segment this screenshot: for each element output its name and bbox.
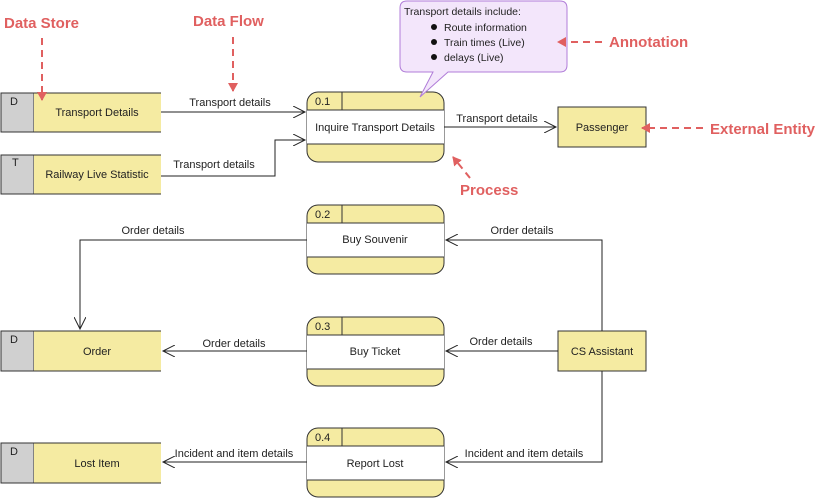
callout-annotation: Annotation	[557, 34, 688, 51]
bullet-icon	[431, 39, 437, 45]
data-store-label: Railway Live Statistic	[45, 169, 149, 181]
process-buy-ticket[interactable]: 0.3 Buy Ticket	[306, 316, 445, 387]
process-label: Report Lost	[347, 458, 404, 470]
callout-data-flow: Data Flow	[193, 13, 264, 92]
process-label: Inquire Transport Details	[315, 122, 435, 134]
flow-label: Order details	[470, 336, 533, 348]
flow-live-to-inquire[interactable]: Transport details	[161, 140, 305, 177]
entity-label: Passenger	[576, 122, 629, 134]
flow-ticket-to-order[interactable]: Order details	[163, 338, 307, 351]
data-store-label: Transport Details	[55, 107, 139, 119]
process-number: 0.1	[315, 96, 330, 108]
callout-external-entity: External Entity	[641, 121, 816, 138]
process-number: 0.3	[315, 321, 330, 333]
flow-label: Order details	[203, 338, 266, 350]
flow-cs-to-report-lost[interactable]: Incident and item details	[446, 371, 603, 462]
note-item: Route information	[444, 22, 527, 34]
flow-cs-to-ticket[interactable]: Order details	[446, 336, 558, 351]
callout-label: Process	[460, 182, 518, 199]
callout-label: Data Store	[4, 15, 79, 32]
bullet-icon	[431, 54, 437, 60]
data-store-railway-live-statistic[interactable]: T Railway Live Statistic	[0, 154, 161, 195]
note-item: delays (Live)	[444, 52, 504, 64]
data-store-lost-item[interactable]: D Lost Item	[0, 442, 161, 484]
process-number: 0.2	[315, 209, 330, 221]
data-store-id: T	[12, 157, 19, 169]
callout-process: Process	[452, 156, 518, 199]
external-entity-cs-assistant[interactable]: CS Assistant	[557, 330, 647, 372]
flow-store-to-inquire[interactable]: Transport details	[161, 97, 305, 112]
data-store-label: Lost Item	[74, 458, 119, 470]
process-number: 0.4	[315, 432, 330, 444]
callout-data-store: Data Store	[4, 15, 79, 101]
note-item: Train times (Live)	[444, 37, 525, 49]
flow-label: Order details	[491, 225, 554, 237]
process-report-lost[interactable]: 0.4 Report Lost	[306, 427, 445, 498]
flow-souvenir-to-order[interactable]: Order details	[80, 225, 307, 329]
flow-label: Transport details	[189, 97, 271, 109]
external-entity-passenger[interactable]: Passenger	[557, 106, 647, 148]
bullet-icon	[431, 24, 437, 30]
process-label: Buy Souvenir	[342, 234, 408, 246]
annotation-note[interactable]: Transport details include: Route informa…	[399, 0, 568, 98]
data-store-id: D	[10, 96, 18, 108]
flow-inquire-to-passenger[interactable]: Transport details	[444, 113, 556, 127]
note-title: Transport details include:	[404, 6, 521, 18]
flow-label: Transport details	[173, 159, 255, 171]
flow-report-lost-to-lost-item[interactable]: Incident and item details	[163, 448, 307, 462]
process-inquire-transport-details[interactable]: 0.1 Inquire Transport Details	[306, 91, 445, 163]
data-store-label: Order	[83, 346, 111, 358]
flow-cs-to-souvenir[interactable]: Order details	[446, 225, 603, 331]
callout-label: Annotation	[609, 34, 688, 51]
data-store-order[interactable]: D Order	[0, 330, 161, 372]
process-buy-souvenir[interactable]: 0.2 Buy Souvenir	[306, 204, 445, 275]
process-label: Buy Ticket	[350, 346, 401, 358]
flow-label: Incident and item details	[465, 448, 584, 460]
data-store-id: D	[10, 446, 18, 458]
data-store-id: D	[10, 334, 18, 346]
entity-label: CS Assistant	[571, 346, 633, 358]
callout-label: Data Flow	[193, 13, 264, 30]
callout-label: External Entity	[710, 121, 816, 138]
flow-label: Incident and item details	[175, 448, 294, 460]
flow-label: Transport details	[456, 113, 538, 125]
flow-label: Order details	[122, 225, 185, 237]
data-store-transport-details[interactable]: D Transport Details	[0, 92, 161, 133]
